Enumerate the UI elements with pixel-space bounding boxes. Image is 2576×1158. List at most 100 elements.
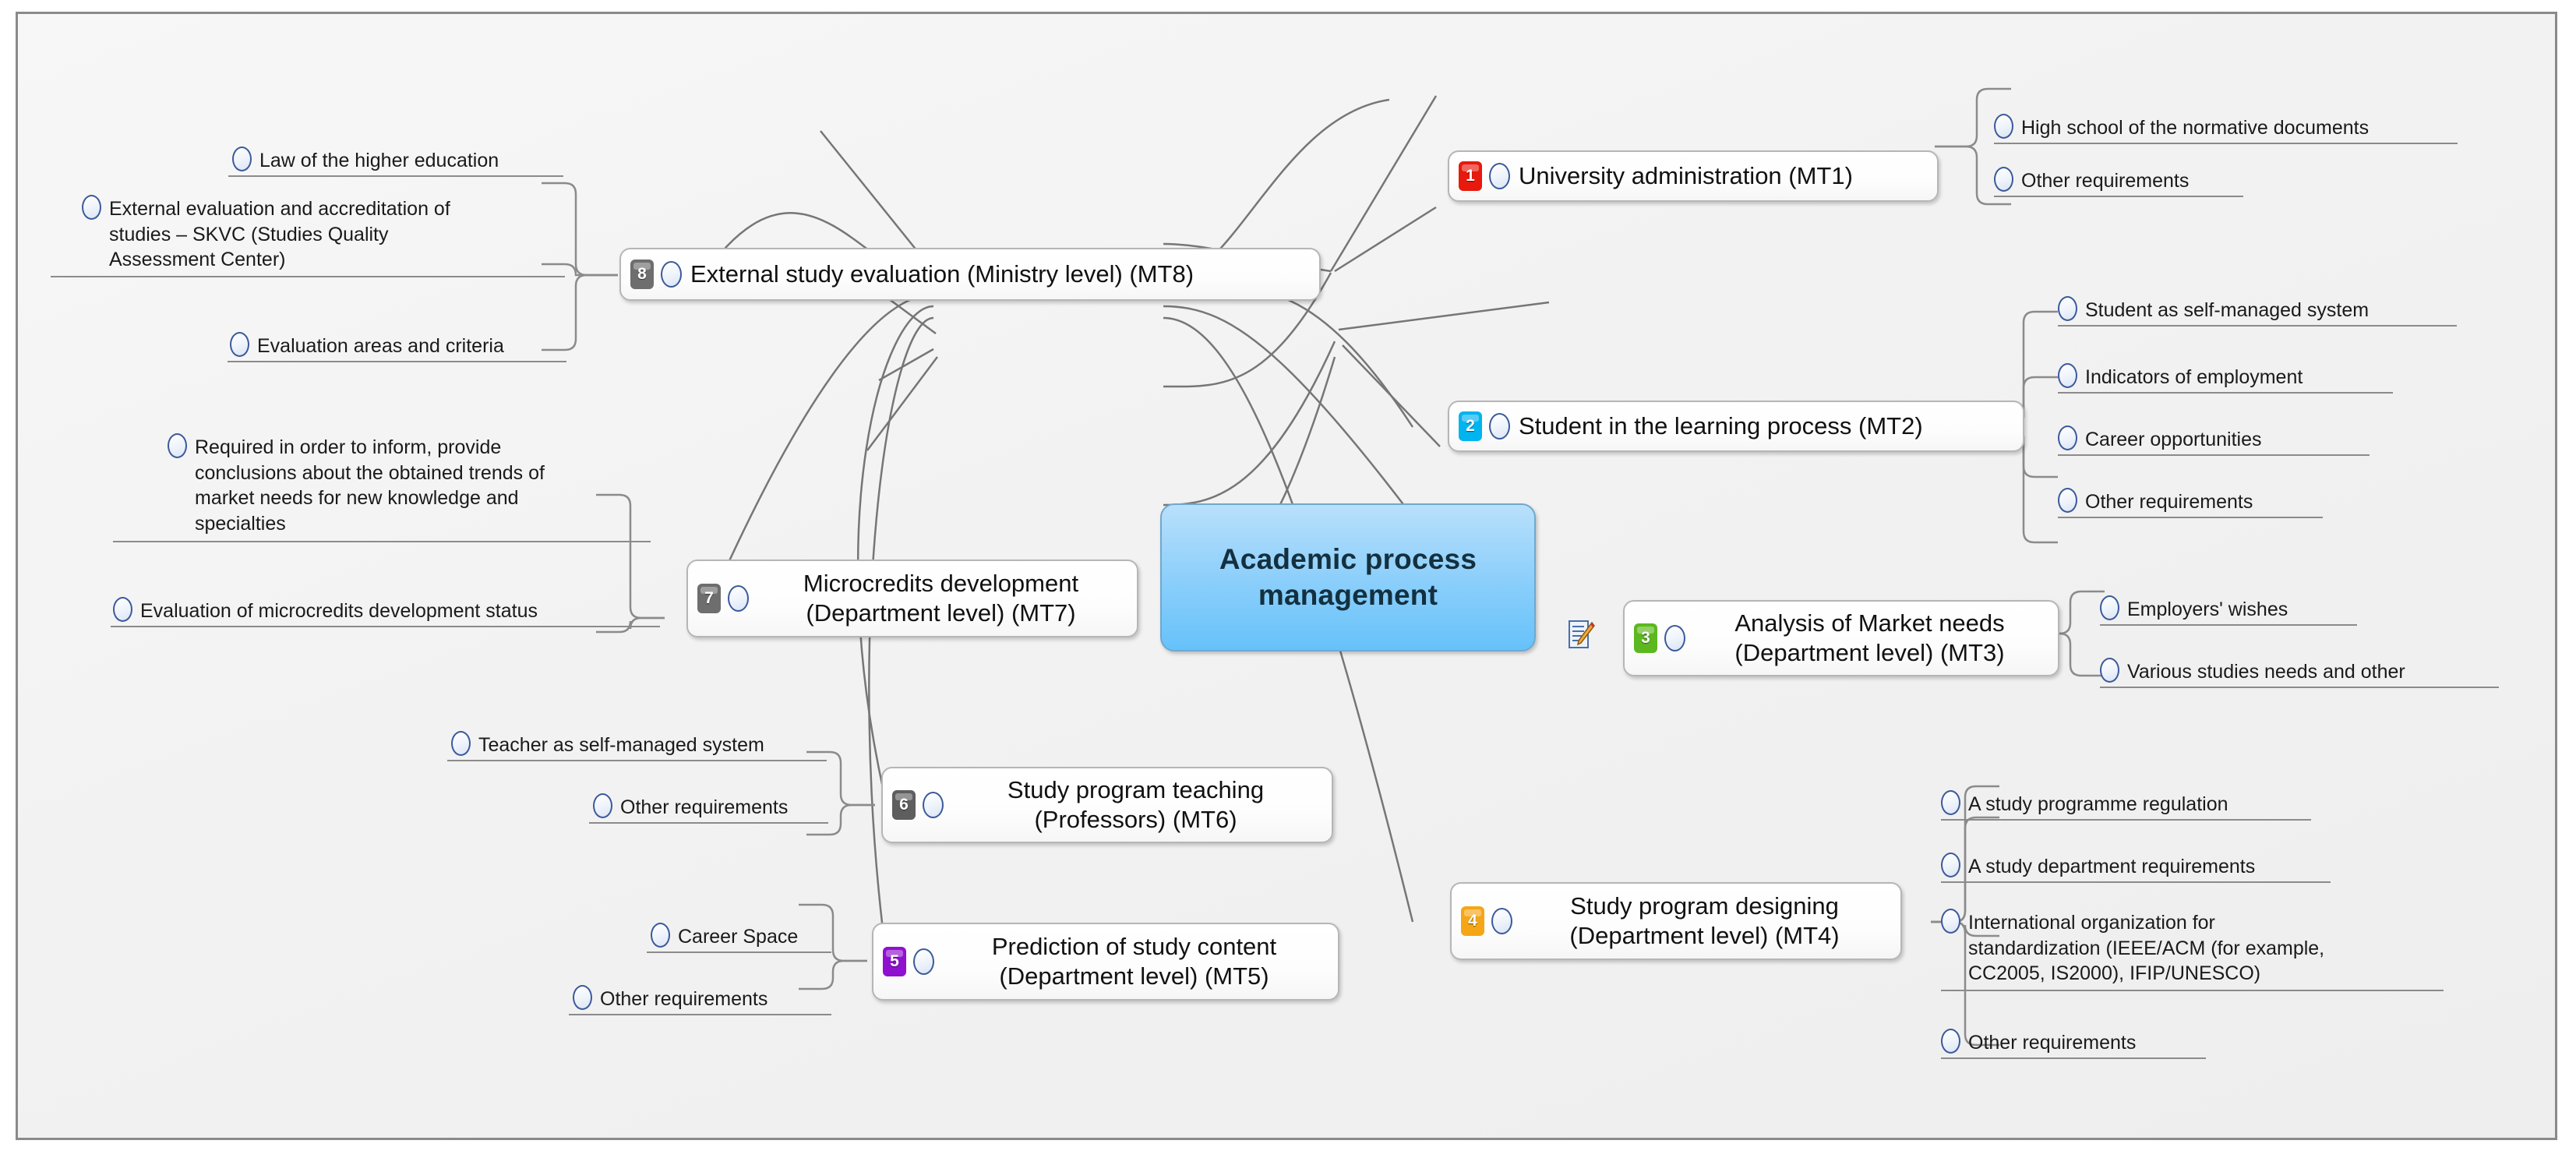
circle-bullet-icon	[232, 147, 252, 171]
list-item[interactable]: Required in order to inform, provide con…	[113, 433, 651, 542]
main-topic-mt3[interactable]: 3 Analysis of Market needs (Department l…	[1623, 600, 2059, 676]
item-underline	[228, 175, 563, 177]
circle-bullet-icon	[2100, 595, 2119, 620]
list-item[interactable]: Other requirements	[2058, 488, 2331, 518]
list-item[interactable]: A study programme regulation	[1941, 790, 2331, 821]
list-item[interactable]: Law of the higher education	[228, 147, 563, 177]
circle-bullet-icon	[1664, 625, 1685, 651]
list-item[interactable]: Indicators of employment	[2058, 363, 2408, 394]
circle-bullet-icon	[1994, 167, 2013, 192]
list-item[interactable]: Career Space	[647, 923, 831, 953]
priority-badge-8: 8	[630, 259, 654, 289]
circle-bullet-icon	[1489, 163, 1510, 189]
item-underline	[647, 951, 831, 953]
priority-badge-2: 2	[1459, 411, 1482, 441]
list-item[interactable]: Teacher as self-managed system	[447, 731, 827, 761]
circle-bullet-icon	[913, 948, 934, 975]
list-item[interactable]: Student as self-managed system	[2058, 296, 2471, 327]
item-underline	[2058, 391, 2393, 394]
priority-badge-7: 7	[697, 584, 721, 613]
item-underline	[1941, 881, 2331, 883]
main-topic-label: External study evaluation (Ministry leve…	[690, 260, 1194, 288]
main-topic-mt7[interactable]: 7 Microcredits development (Department l…	[686, 560, 1138, 637]
item-underline	[1941, 989, 2444, 991]
list-item[interactable]: Career opportunities	[2058, 425, 2385, 456]
item-underline	[2058, 454, 2370, 456]
priority-badge-4: 4	[1461, 906, 1484, 936]
circle-bullet-icon	[1941, 1029, 1960, 1054]
list-item-label: Indicators of employment	[2085, 366, 2303, 388]
circle-bullet-icon	[2058, 363, 2077, 388]
main-topic-label: Analysis of Market needs (Department lev…	[1734, 609, 2005, 666]
list-item[interactable]: High school of the normative documents	[1994, 114, 2477, 144]
list-item[interactable]: Evaluation of microcredits development s…	[111, 597, 660, 627]
main-topic-label: University administration (MT1)	[1519, 162, 1853, 190]
list-item-label: Career opportunities	[2085, 429, 2262, 450]
item-underline	[111, 625, 660, 627]
priority-badge-1: 1	[1459, 161, 1482, 191]
list-item[interactable]: Other requirements	[589, 793, 828, 824]
item-underline	[1994, 142, 2458, 144]
list-item[interactable]: Various studies needs and other	[2100, 658, 2513, 688]
item-underline	[2058, 516, 2323, 518]
main-topic-label: Microcredits development (Department lev…	[803, 570, 1079, 627]
circle-bullet-icon	[2058, 296, 2077, 321]
list-item[interactable]: Employers' wishes	[2100, 595, 2373, 626]
list-item[interactable]: External evaluation and accreditation of…	[51, 195, 565, 277]
circle-bullet-icon	[168, 433, 187, 458]
list-item[interactable]: Other requirements	[569, 985, 831, 1015]
circle-bullet-icon	[728, 585, 749, 612]
item-underline	[228, 360, 566, 362]
item-underline	[51, 275, 565, 277]
list-item[interactable]: A study department requirements	[1941, 853, 2346, 883]
list-item-label: Various studies needs and other	[2127, 661, 2405, 683]
list-item-label: Career Space	[678, 926, 799, 948]
circle-bullet-icon	[451, 731, 471, 756]
circle-bullet-icon	[593, 793, 612, 818]
item-underline	[569, 1013, 831, 1015]
circle-bullet-icon	[573, 985, 592, 1010]
list-item[interactable]: Other requirements	[1994, 167, 2251, 197]
note-pencil-icon[interactable]	[1569, 620, 1595, 651]
list-item-label: Other requirements	[2021, 170, 2190, 192]
item-underline	[2100, 623, 2357, 626]
list-item-label: Law of the higher education	[259, 150, 499, 171]
list-item-label: Teacher as self-managed system	[478, 734, 764, 756]
item-underline	[1941, 1057, 2206, 1059]
circle-bullet-icon	[651, 923, 670, 948]
list-item[interactable]: Evaluation areas and criteria	[228, 332, 566, 362]
list-item-label: High school of the normative documents	[2021, 117, 2370, 139]
list-item-label: Other requirements	[1968, 1032, 2137, 1054]
list-item-label: Employers' wishes	[2127, 598, 2288, 620]
list-item-label: Other requirements	[600, 988, 768, 1010]
main-topic-mt6[interactable]: 6 Study program teaching (Professors) (M…	[881, 767, 1333, 843]
priority-badge-5: 5	[883, 947, 906, 976]
item-underline	[447, 759, 827, 761]
main-topic-label: Prediction of study content (Department …	[991, 933, 1277, 990]
list-item-label: Student as self-managed system	[2085, 299, 2370, 321]
main-topic-mt5[interactable]: 5 Prediction of study content (Departmen…	[872, 923, 1339, 1001]
list-item[interactable]: Other requirements	[1941, 1029, 2214, 1059]
priority-badge-6: 6	[892, 790, 916, 820]
item-underline	[589, 821, 828, 824]
main-topic-mt8[interactable]: 8 External study evaluation (Ministry le…	[619, 248, 1321, 301]
main-topic-mt4[interactable]: 4 Study program designing (Department le…	[1450, 882, 1902, 960]
main-topic-mt1[interactable]: 1 University administration (MT1)	[1448, 150, 1939, 202]
circle-bullet-icon	[2058, 425, 2077, 450]
central-topic[interactable]: Academic process management	[1160, 503, 1536, 651]
item-underline	[2058, 324, 2457, 327]
circle-bullet-icon	[1489, 413, 1510, 440]
circle-bullet-icon	[2058, 488, 2077, 513]
list-item[interactable]: International organization for standardi…	[1941, 909, 2455, 991]
circle-bullet-icon	[1994, 114, 2013, 139]
circle-bullet-icon	[230, 332, 249, 357]
main-topic-label: Study program designing (Department leve…	[1569, 892, 1840, 949]
list-item-label: A study department requirements	[1968, 856, 2256, 877]
item-underline	[2100, 686, 2499, 688]
list-item-label: External evaluation and accreditation of…	[109, 198, 450, 270]
priority-badge-3: 3	[1634, 623, 1657, 653]
list-item-label: Evaluation areas and criteria	[257, 335, 504, 357]
circle-bullet-icon	[1491, 908, 1512, 934]
list-item-label: Required in order to inform, provide con…	[195, 436, 545, 535]
main-topic-mt2[interactable]: 2 Student in the learning process (MT2)	[1448, 401, 2024, 452]
